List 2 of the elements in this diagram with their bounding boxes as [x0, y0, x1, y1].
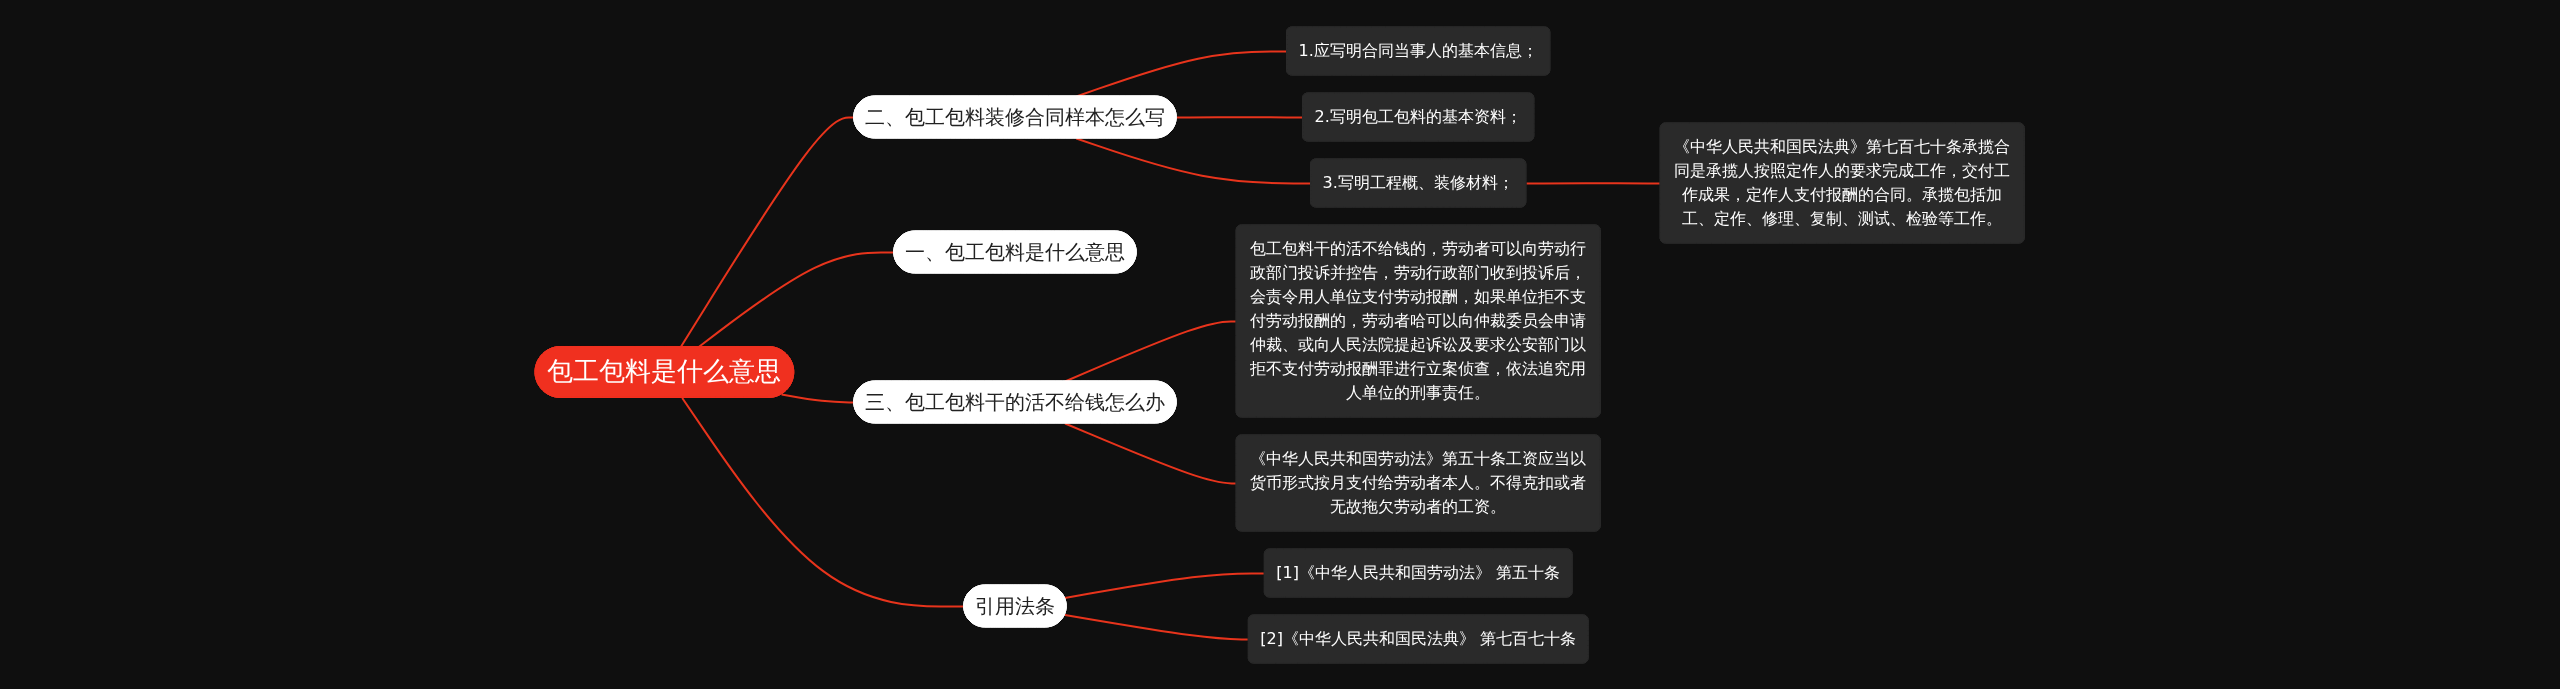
connector — [681, 396, 966, 607]
connector — [781, 392, 856, 403]
